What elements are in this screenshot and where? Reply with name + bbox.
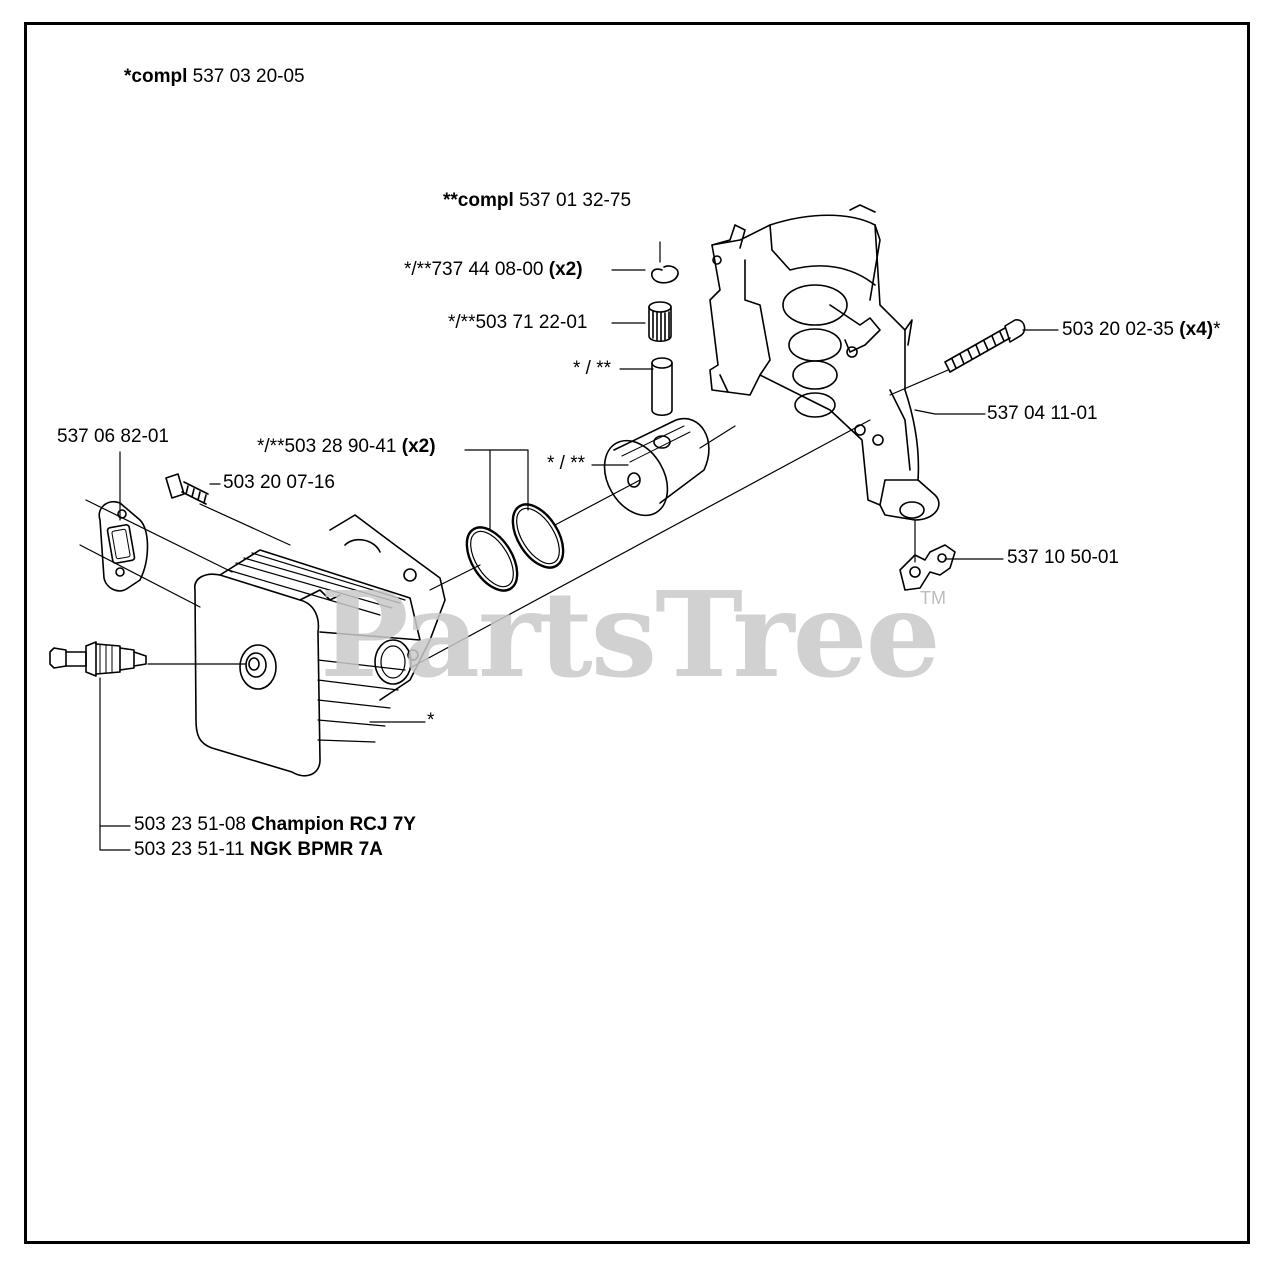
piston-text: * / ** xyxy=(547,453,586,474)
spark-plug-champion-label[interactable]: 503 23 51-08 Champion RCJ 7Y xyxy=(134,814,416,836)
circlip-qty: (x2) xyxy=(548,259,583,280)
gasket-number: 537 06 82-01 xyxy=(57,426,169,447)
circlip-part xyxy=(650,265,679,284)
compl-assembly-number: 537 03 20-05 xyxy=(192,66,305,87)
spark-plug-ngk-number: 503 23 51-11 xyxy=(134,839,245,860)
compl-piston-label: **compl 537 01 32-75 xyxy=(443,190,631,212)
crankcase-label[interactable]: 537 04 11-01 xyxy=(987,403,1098,425)
crankcase-screw-number: 503 20 02-35 xyxy=(1062,319,1174,340)
needle-bearing-prefix: */** xyxy=(448,312,476,333)
crankcase-number: 537 04 11-01 xyxy=(987,403,1098,424)
piston-rings-number: 503 28 90-41 xyxy=(284,436,397,457)
circlip-number: 737 44 08-00 xyxy=(431,259,544,280)
cylinder-screw-part xyxy=(165,473,209,505)
piston-rings-label[interactable]: */**503 28 90-41 (x2) xyxy=(257,436,436,458)
assembly-axis-lines xyxy=(79,241,949,669)
spark-plug-champion-number: 503 23 51-08 xyxy=(134,814,246,835)
piston-rings-prefix: */** xyxy=(257,436,285,457)
needle-bearing-label[interactable]: */**503 71 22-01 xyxy=(448,312,587,334)
piston-rings-part xyxy=(465,503,565,592)
piston-label[interactable]: * / ** xyxy=(547,453,585,475)
piston-pin-part xyxy=(651,357,673,417)
cylinder-gasket-part xyxy=(98,501,149,592)
circlip-prefix: */** xyxy=(404,259,432,280)
crankcase-screw-qty: (x4) xyxy=(1179,319,1214,340)
compl-piston-prefix: **compl xyxy=(443,190,514,211)
cylinder-text: * xyxy=(427,710,435,731)
piston-pin-text: * / ** xyxy=(573,358,612,379)
clip-label[interactable]: 537 10 50-01 xyxy=(1007,547,1119,569)
piston-part xyxy=(603,417,710,517)
trademark-mark: TM xyxy=(920,588,946,608)
circlip-label[interactable]: */**737 44 08-00 (x2) xyxy=(404,259,583,281)
cylinder-screw-label[interactable]: 503 20 07-16 xyxy=(223,472,335,494)
clip-number: 537 10 50-01 xyxy=(1007,547,1119,568)
crankcase-screw-part xyxy=(944,319,1026,373)
watermark: PartsTree xyxy=(320,565,941,704)
crankcase-screw-suffix: * xyxy=(1213,319,1221,340)
spark-plug-ngk-label[interactable]: 503 23 51-11 NGK BPMR 7A xyxy=(134,839,383,861)
leader-lines xyxy=(99,269,1059,851)
spark-plug-champion-brand: Champion RCJ 7Y xyxy=(251,814,416,835)
needle-bearing-part xyxy=(648,301,672,343)
diagram-frame xyxy=(24,22,1250,1244)
crankcase-part xyxy=(709,204,940,521)
cylinder-label[interactable]: * xyxy=(427,710,434,732)
spark-plug-ngk-brand: NGK BPMR 7A xyxy=(249,839,383,860)
compl-assembly-label: *compl 537 03 20-05 xyxy=(124,66,305,88)
piston-rings-qty: (x2) xyxy=(401,436,436,457)
crankcase-screw-label[interactable]: 503 20 02-35 (x4)* xyxy=(1062,319,1220,341)
clip-part xyxy=(899,544,956,591)
spark-plug-part xyxy=(49,641,147,677)
cylinder-part xyxy=(194,514,446,777)
gasket-label[interactable]: 537 06 82-01 xyxy=(57,426,169,448)
compl-piston-number: 537 01 32-75 xyxy=(519,190,632,211)
cylinder-screw-number: 503 20 07-16 xyxy=(223,472,335,493)
piston-pin-label[interactable]: * / ** xyxy=(573,358,611,380)
compl-assembly-prefix: *compl xyxy=(124,66,188,87)
needle-bearing-number: 503 71 22-01 xyxy=(475,312,588,333)
